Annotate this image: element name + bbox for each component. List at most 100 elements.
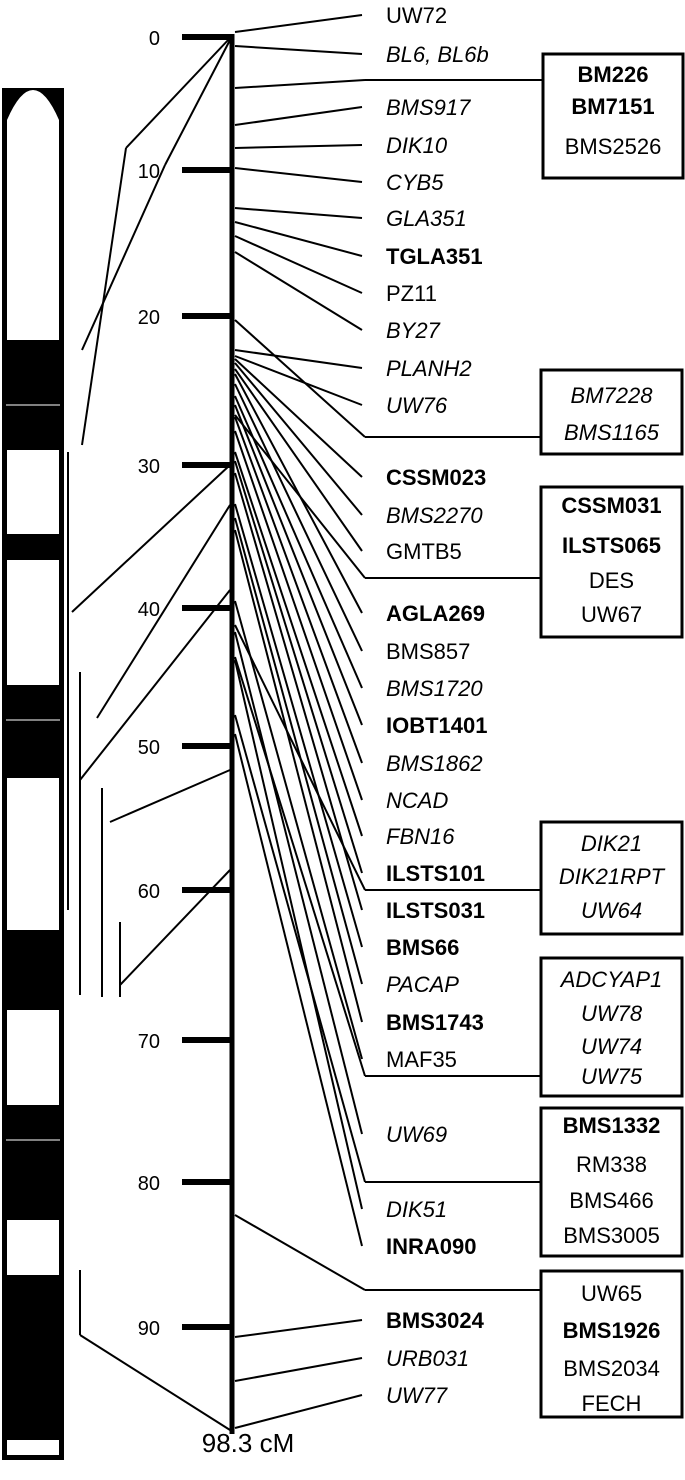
marker-connector: [234, 1319, 363, 1338]
marker-box-item: CSSM031: [561, 493, 661, 518]
marker-label: ILSTS031: [386, 898, 485, 923]
marker-label: INRA090: [386, 1234, 476, 1259]
marker-label: URB031: [386, 1346, 469, 1371]
marker-label: IOBT1401: [386, 713, 488, 738]
marker-label: CYB5: [386, 170, 444, 195]
marker-box-item: BMS3005: [563, 1223, 660, 1248]
marker-connector: [234, 355, 363, 406]
marker-connector: [234, 221, 363, 257]
marker-label: GLA351: [386, 206, 467, 231]
marker-box-item: BMS466: [569, 1188, 653, 1213]
marker-connector: [234, 1394, 363, 1429]
marker-connector: [234, 714, 366, 1183]
ideogram-band: [7, 778, 59, 930]
ideogram-band: [7, 1440, 59, 1455]
marker-box-item: BMS2526: [565, 134, 662, 159]
marker-label: TGLA351: [386, 244, 483, 269]
scale-tick-label: 30: [138, 456, 160, 478]
marker-label: BL6, BL6b: [386, 42, 489, 67]
marker-label: DIK51: [386, 1197, 447, 1222]
marker-connector: [234, 414, 366, 579]
marker-connector: [234, 631, 363, 1135]
marker-box-item: UW65: [581, 1281, 642, 1306]
marker-label: BMS1720: [386, 676, 483, 701]
marker-connector: [234, 106, 363, 126]
marker-box-item: BMS1926: [563, 1318, 661, 1343]
marker-label: BMS2270: [386, 503, 483, 528]
marker-connector: [234, 430, 363, 801]
marker-box-item: UW75: [581, 1064, 643, 1089]
marker-connector: [234, 659, 363, 1210]
marker-connector: [234, 656, 366, 1077]
marker-box-item: FECH: [582, 1391, 642, 1416]
marker-connector: [234, 451, 363, 837]
marker-box-item: UW64: [581, 898, 642, 923]
marker-label: UW72: [386, 3, 447, 28]
marker-connector: [234, 349, 363, 369]
marker-box-frame: [541, 52, 685, 180]
marker-connector: [234, 1357, 363, 1382]
marker-box-item: ILSTS065: [562, 533, 661, 558]
scale-tick-label: 70: [138, 1031, 160, 1053]
ideogram-band: [7, 560, 59, 685]
ideogram-connector: [79, 1334, 231, 1431]
marker-box-item: BMS2034: [563, 1356, 660, 1381]
marker-box-item: BM226: [578, 62, 649, 87]
ideogram-connector: [96, 504, 231, 719]
marker-box-frame: [539, 1106, 684, 1258]
marker-label: PZ11: [386, 281, 437, 306]
marker-connector: [234, 207, 363, 219]
chromosome-ideogram: [2, 88, 64, 1460]
marker-label: UW76: [386, 393, 448, 418]
marker-connector: [234, 395, 363, 689]
marker-label: PACAP: [386, 972, 459, 997]
marker-box-item: BM7151: [571, 94, 654, 119]
marker-connector: [234, 251, 363, 331]
marker-label: FBN16: [386, 824, 455, 849]
marker-connector: [234, 460, 363, 874]
marker-connector: [234, 235, 363, 294]
marker-boxes: BM226BM7151BMS2526BM7228BMS1165CSSM031IL…: [234, 52, 685, 1419]
ideogram-connector: [81, 164, 166, 351]
marker-label: BMS66: [386, 935, 459, 960]
marker-label: UW69: [386, 1122, 447, 1147]
ideogram-connector: [164, 39, 231, 166]
marker-box-item: BM7228: [571, 383, 654, 408]
marker-box-frame: [539, 1269, 684, 1419]
marker-connector: [234, 472, 363, 911]
marker-label: BMS917: [386, 95, 471, 120]
ideogram-band: [7, 90, 59, 340]
marker-label: BMS1743: [386, 1010, 484, 1035]
marker-connector: [234, 144, 363, 149]
scale-tick-label: 0: [149, 28, 160, 50]
map-length-label: 98.3 cM: [202, 1428, 295, 1458]
marker-box-item: DIK21RPT: [559, 864, 666, 889]
marker-connector: [234, 362, 363, 516]
scale-tick-label: 80: [138, 1173, 160, 1195]
ideogram-connector: [109, 769, 231, 823]
marker-box-item: DIK21: [581, 831, 642, 856]
ideogram-band: [7, 1010, 59, 1105]
marker-box-frame: [539, 820, 684, 936]
marker-box-item: BMS1165: [564, 420, 660, 445]
ideogram-connector-lines: [67, 37, 231, 1431]
marker-box-item: BMS1332: [563, 1113, 661, 1138]
scale-tick-label: 90: [138, 1318, 160, 1340]
scale-tick-label: 60: [138, 881, 160, 903]
marker-label: ILSTS101: [386, 861, 485, 886]
marker-label: MAF35: [386, 1047, 457, 1072]
marker-connector: [234, 358, 363, 478]
marker-connector-lines: [234, 14, 363, 1429]
ideogram-band: [7, 450, 59, 534]
ideogram-connector: [71, 464, 231, 613]
marker-box-item: UW78: [581, 1001, 643, 1026]
scale-tick-label: 10: [138, 161, 160, 183]
ideogram-connector: [79, 589, 231, 781]
marker-connector: [234, 503, 363, 948]
marker-connector: [234, 517, 363, 985]
